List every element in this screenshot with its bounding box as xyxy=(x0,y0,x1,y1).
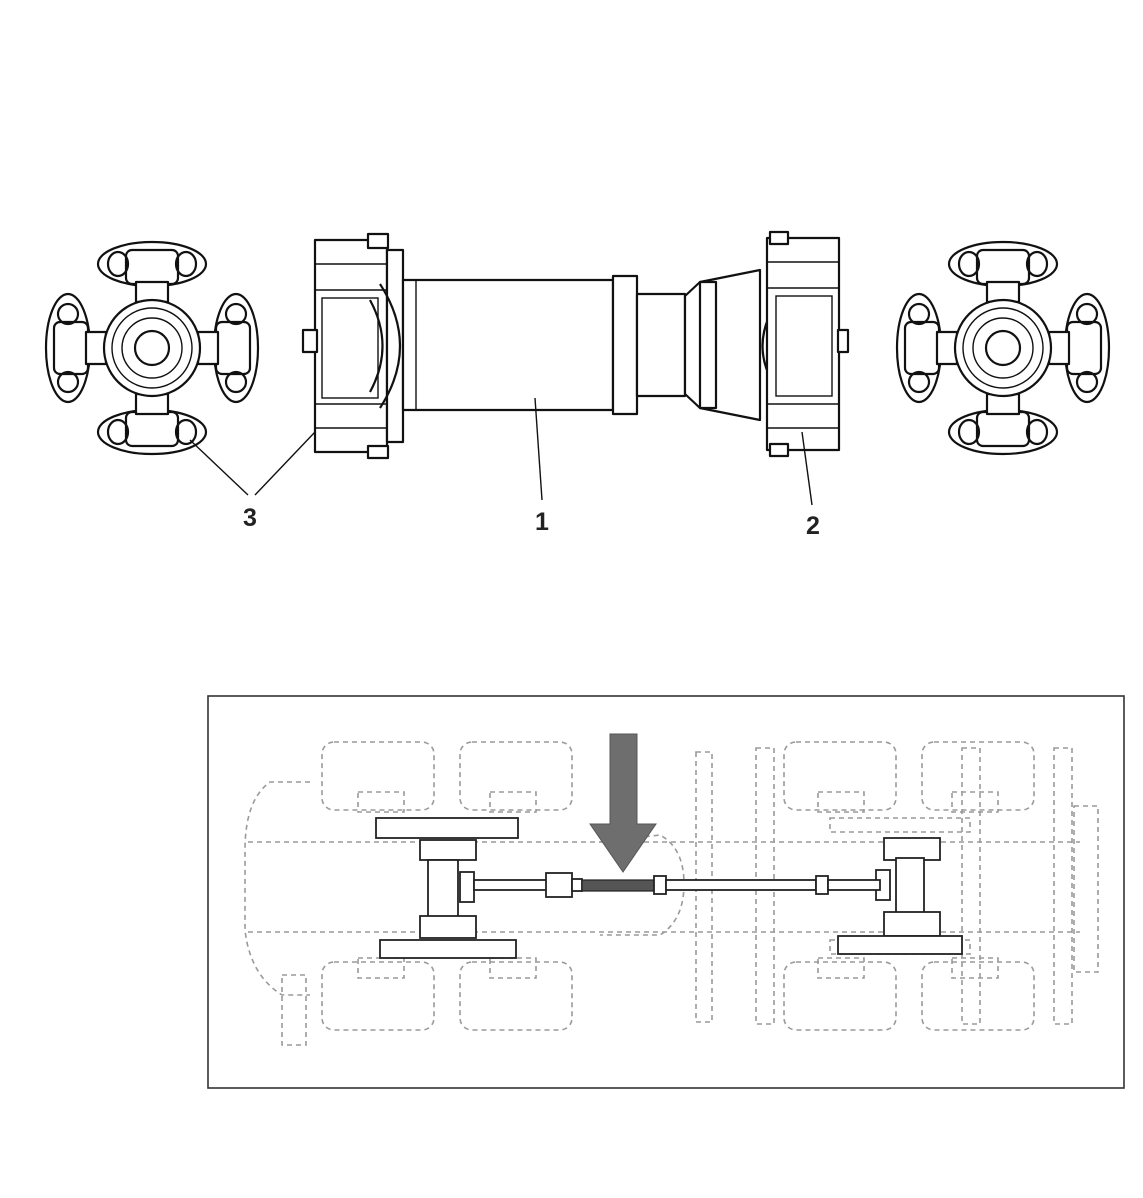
leader-lines xyxy=(189,397,813,506)
location-inset xyxy=(207,695,1125,1089)
slip-joint-collar xyxy=(611,274,639,416)
left-universal-joint-cross xyxy=(44,240,260,456)
propeller-shaft xyxy=(301,230,850,460)
inset-propeller-shaft xyxy=(473,872,881,898)
down-arrow-icon xyxy=(589,733,657,873)
callout-1: 1 xyxy=(535,508,549,536)
left-flange-yoke xyxy=(301,232,405,460)
right-universal-joint-cross xyxy=(895,240,1111,456)
right-slip-yoke xyxy=(683,230,850,458)
shaft-tube xyxy=(401,278,615,412)
front-axle xyxy=(375,817,519,959)
rear-axle xyxy=(837,837,963,955)
callout-2: 2 xyxy=(806,512,820,540)
callout-3: 3 xyxy=(243,504,257,532)
